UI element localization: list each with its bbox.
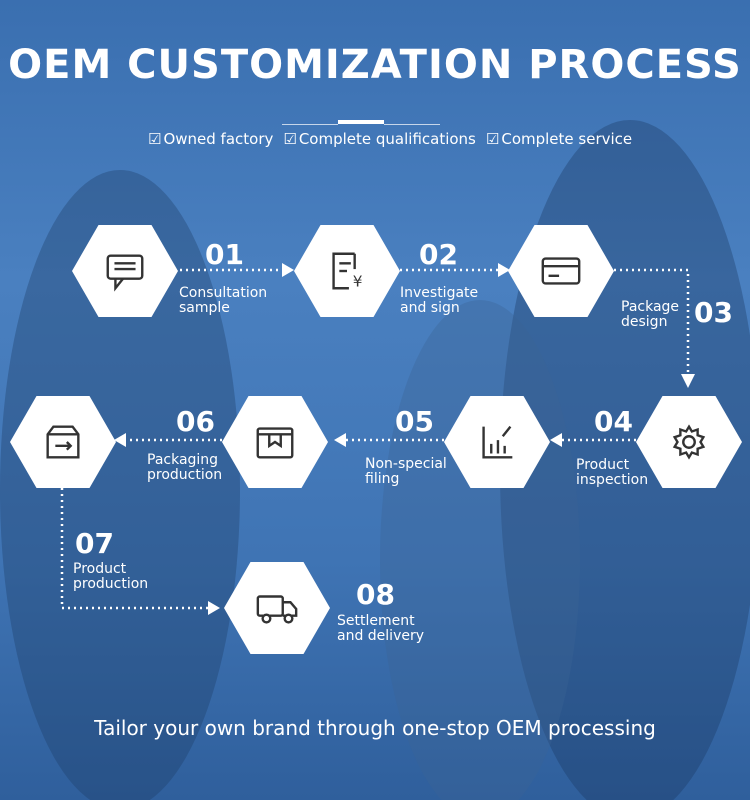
step-number: 01: [205, 238, 244, 271]
checkbox-icon: ☑: [283, 130, 297, 148]
chat-icon: [106, 254, 144, 292]
feature-list: ☑Owned factory ☑Complete qualifications …: [148, 130, 632, 148]
feature-item: ☑Complete qualifications: [283, 130, 476, 148]
title-divider-right: [384, 124, 440, 125]
gear-icon: [672, 424, 706, 460]
contract-icon: ¥: [332, 252, 363, 290]
step-number: 07: [75, 527, 114, 560]
feature-item: ☑Owned factory: [148, 130, 274, 148]
step-number: 05: [395, 405, 434, 438]
truck-icon: [256, 595, 298, 624]
svg-text:¥: ¥: [353, 272, 363, 290]
footer-tagline: Tailor your own brand through one-stop O…: [94, 716, 656, 740]
step-number: 03: [694, 296, 733, 329]
title-accent-bar: [338, 120, 384, 124]
inbox-icon: [46, 425, 80, 459]
checkbox-icon: ☑: [485, 130, 500, 148]
step-number: 02: [419, 238, 458, 271]
step-number: 04: [594, 405, 633, 438]
card-icon: [541, 257, 581, 285]
page-title: OEM CUSTOMIZATION PROCESS: [8, 42, 742, 88]
step-07-hexagon: [10, 396, 116, 488]
checkbox-icon: ☑: [148, 130, 162, 148]
feature-item: ☑Complete service: [485, 130, 633, 148]
title-divider-left: [282, 124, 338, 125]
step-03-hexagon: [508, 225, 614, 317]
step-number: 08: [356, 578, 395, 611]
step-04-hexagon: [636, 396, 742, 488]
step-number: 06: [176, 405, 215, 438]
box-icon: [256, 427, 294, 459]
chart-icon: [482, 425, 513, 459]
background-figure-center: [380, 300, 580, 800]
